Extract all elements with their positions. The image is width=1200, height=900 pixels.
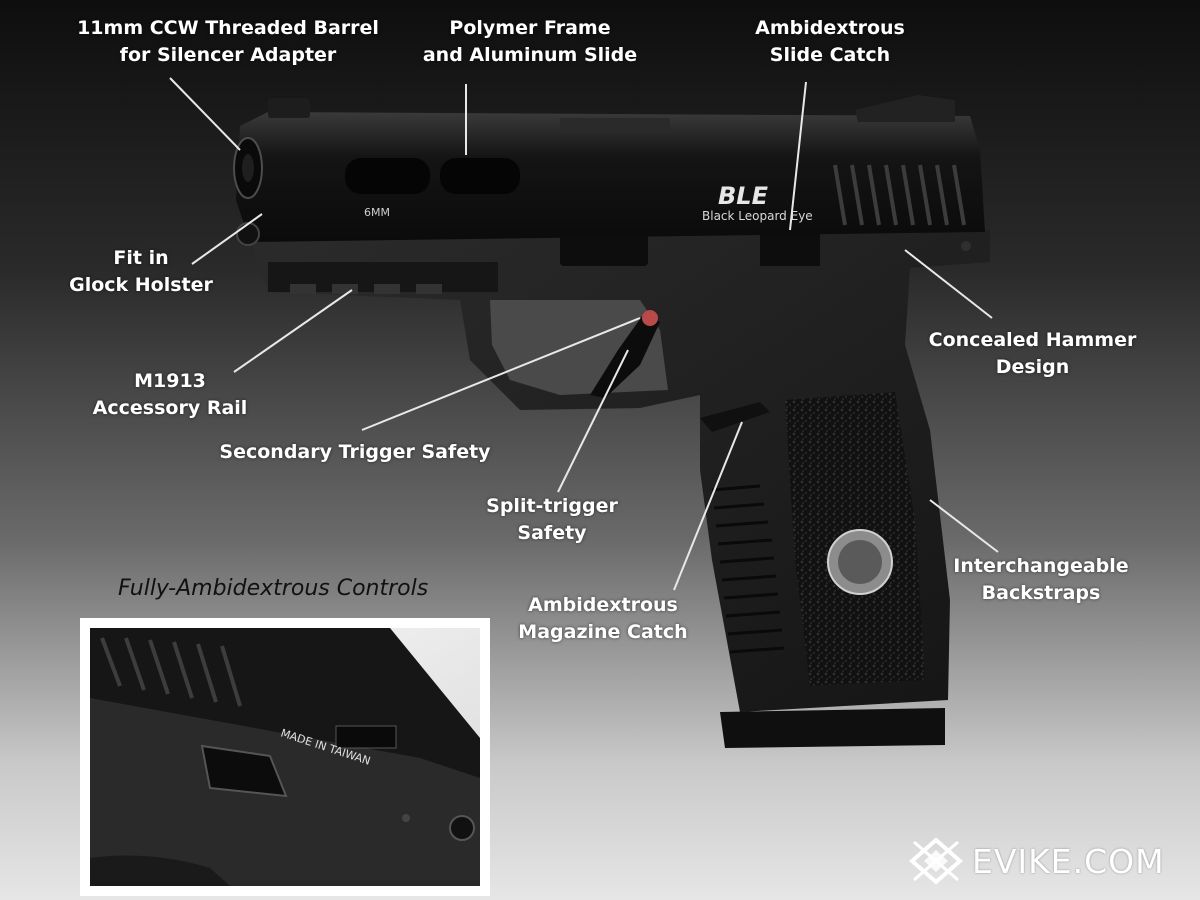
callout-line: and Aluminum Slide (422, 44, 638, 66)
inset-photo: MADE IN TAIWAN (80, 618, 490, 896)
inset-serrations (100, 637, 242, 707)
callout-secondary-trigger-safety: Secondary Trigger Safety (212, 439, 498, 466)
accessory-rail (268, 262, 498, 294)
callout-line: Interchangeable (953, 555, 1129, 577)
inset-title: Fully-Ambidextrous Controls (118, 576, 429, 601)
callout-line: M1913 (134, 370, 206, 392)
leader-barrel (169, 77, 241, 151)
leader-slide-catch (789, 81, 807, 231)
magazine-catch (700, 402, 770, 432)
callout-line: Glock Holster (69, 274, 213, 296)
callout-line: Slide Catch (769, 44, 891, 66)
front-sight (268, 98, 310, 118)
callout-magazine-catch: Ambidextrous Magazine Catch (502, 592, 704, 646)
callout-line: Backstraps (981, 582, 1101, 604)
magazine-baseplate (720, 708, 945, 748)
callout-polymer-frame: Polymer Frame and Aluminum Slide (400, 15, 660, 69)
evike-watermark: EVIKE.COM (908, 836, 1165, 886)
caliber-marking: 6MM (364, 206, 390, 219)
leader-mag-catch (673, 421, 743, 591)
callout-slide-catch: Ambidextrous Slide Catch (730, 15, 930, 69)
leader-rail (233, 289, 353, 373)
inset-slide-catch (200, 744, 288, 798)
callout-glock-holster: Fit in Glock Holster (52, 245, 230, 299)
callout-line: Secondary Trigger Safety (219, 441, 491, 463)
leader-lines (169, 77, 999, 591)
callout-line: 11mm CCW Threaded Barrel (77, 17, 379, 39)
leader-holster (191, 213, 263, 265)
slide-serrations (833, 164, 966, 226)
callout-line: Split-trigger (486, 495, 618, 517)
callout-accessory-rail: M1913 Accessory Rail (80, 368, 260, 422)
callout-line: Safety (517, 522, 587, 544)
callout-line: Polymer Frame (449, 17, 611, 39)
callout-threaded-barrel: 11mm CCW Threaded Barrel for Silencer Ad… (58, 15, 398, 69)
callout-line: Concealed Hammer (928, 329, 1137, 351)
callout-backstraps: Interchangeable Backstraps (946, 553, 1136, 607)
front-strap-grooves (711, 484, 785, 654)
leader-trigger-safety (361, 317, 641, 431)
trigger-safety-button (642, 310, 658, 326)
ble-logo: BLE (718, 182, 769, 210)
callout-line: Design (995, 356, 1070, 378)
callout-concealed-hammer: Concealed Hammer Design (920, 327, 1145, 381)
leader-backstraps (929, 499, 999, 553)
brand-marking: Black Leopard Eye (702, 209, 813, 223)
rear-sight (855, 95, 955, 122)
inset-closeup-illustration: MADE IN TAIWAN (90, 628, 480, 886)
recoil-guide-rod (236, 222, 260, 246)
leader-hammer (904, 249, 993, 319)
callout-line: Accessory Rail (92, 397, 248, 419)
evike-brand-text: EVIKE.COM (972, 841, 1165, 881)
callout-split-trigger-safety: Split-trigger Safety (470, 493, 634, 547)
callout-line: Ambidextrous (755, 17, 905, 39)
evike-logo-icon (908, 837, 964, 885)
inset-takedown (335, 725, 397, 749)
leader-split-trigger (557, 349, 629, 493)
pistol-slide: 6MM BLE Black Leopard Eye (233, 95, 985, 246)
callout-line: Fit in (113, 247, 169, 269)
callout-line: Ambidextrous (528, 594, 678, 616)
callout-line: for Silencer Adapter (119, 44, 337, 66)
callout-line: Magazine Catch (518, 621, 688, 643)
